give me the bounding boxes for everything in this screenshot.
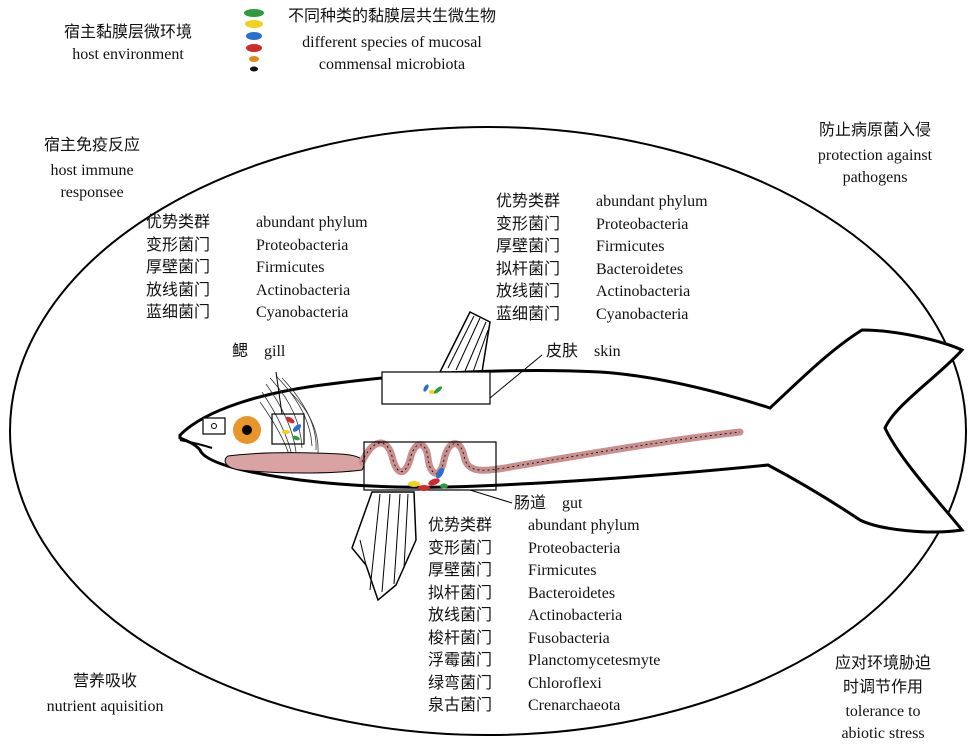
- skin-box: [382, 372, 490, 404]
- stress-tolerance-en1: tolerance to: [808, 701, 958, 723]
- microbe-orange: [249, 56, 259, 62]
- microbe-red: [246, 44, 262, 52]
- legend-microbe-en2: commensal microbiota: [262, 54, 522, 76]
- nutrient-en: nutrient aquisition: [20, 696, 190, 718]
- gill-label: 鳃 gill: [232, 341, 285, 363]
- gut-label: 肠道 gut: [514, 493, 582, 515]
- immune-response-en1: host immune: [22, 160, 162, 182]
- pathogen-protection-en2: pathogens: [790, 167, 960, 189]
- skin-label: 皮肤 skin: [546, 341, 621, 363]
- head-box: [203, 418, 225, 434]
- stress-tolerance-zh1: 应对环境胁迫: [808, 653, 958, 675]
- legend-microbe-zh: 不同种类的黏膜层共生微生物: [262, 6, 522, 28]
- nutrient-zh: 营养吸收: [20, 671, 190, 693]
- legend-microbe-en1: different species of mucosal: [262, 32, 522, 54]
- stress-tolerance-en2: abiotic stress: [808, 723, 958, 745]
- intestine-anterior: [225, 453, 364, 473]
- immune-response-en2: responsee: [22, 182, 162, 204]
- microbe-yellow: [245, 20, 263, 28]
- stress-tolerance-zh2: 时调节作用: [808, 677, 958, 699]
- microbe-green: [244, 9, 264, 17]
- immune-response-zh: 宿主免疫反应: [22, 135, 162, 157]
- microbe-legend-icon: [244, 9, 264, 72]
- pathogen-protection-zh: 防止病原菌入侵: [790, 120, 960, 142]
- dorsal-fin: [440, 312, 490, 372]
- ventral-fin: [352, 492, 416, 600]
- microbe-blue: [246, 32, 262, 40]
- legend-host-env-zh: 宿主黏膜层微环境: [20, 22, 236, 44]
- legend-host-env-en: host environment: [20, 44, 236, 66]
- pathogen-protection-en1: protection against: [790, 145, 960, 167]
- microbe-black: [250, 67, 258, 72]
